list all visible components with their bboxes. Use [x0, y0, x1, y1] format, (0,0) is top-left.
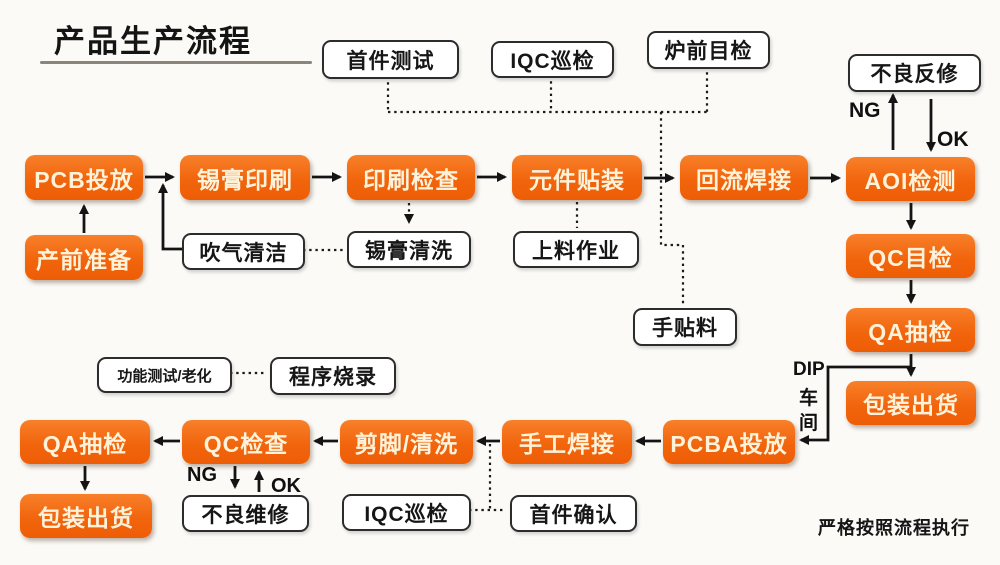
ok-label-bottom: OK	[271, 475, 301, 497]
flow-step-qc-visual: QC目检	[846, 234, 975, 278]
flow-step-packing-shipping-2: 包装出货	[20, 494, 152, 538]
page-title: 产品生产流程	[54, 24, 252, 59]
dip-workshop-label-line1: DIP	[793, 359, 825, 380]
note-first-article-confirm: 首件确认	[510, 495, 637, 532]
note-paste-cleaning: 锡膏清洗	[347, 231, 471, 268]
note-air-blow-cleaning: 吹气清洁	[182, 233, 305, 270]
flow-step-qa-sampling: QA抽检	[846, 308, 975, 352]
dip-workshop-label-line3: 间	[799, 413, 819, 434]
note-program-burning: 程序烧录	[270, 357, 396, 395]
note-material-loading: 上料作业	[513, 231, 639, 268]
note-function-test-aging: 功能测试/老化	[97, 357, 232, 393]
note-iqc-patrol-2: IQC巡检	[342, 494, 471, 531]
ng-label-bottom: NG	[187, 464, 217, 486]
note-hand-placement: 手贴料	[633, 308, 737, 346]
flow-step-aoi-inspection: AOI检测	[846, 157, 975, 201]
flow-step-pcb-input: PCB投放	[25, 155, 143, 200]
flow-step-pre-production: 产前准备	[25, 235, 143, 280]
flow-step-pcba-input: PCBA投放	[663, 420, 795, 464]
footer-note: 严格按照流程执行	[818, 518, 970, 538]
title-underline	[40, 61, 312, 64]
flow-step-reflow-soldering: 回流焊接	[680, 155, 808, 200]
ng-label-top: NG	[849, 99, 881, 122]
flow-step-print-inspection: 印刷检查	[347, 155, 475, 200]
flow-step-packing-shipping: 包装出货	[846, 381, 976, 425]
ok-label-top: OK	[937, 128, 969, 151]
note-defective-rework: 不良反修	[848, 54, 981, 92]
note-iqc-patrol: IQC巡检	[491, 41, 614, 78]
note-defective-repair: 不良维修	[182, 495, 309, 532]
flow-step-manual-soldering: 手工焊接	[502, 420, 632, 464]
note-first-article-test: 首件测试	[322, 40, 459, 79]
flow-step-qc-inspection: QC检查	[182, 420, 310, 464]
flow-step-component-placement: 元件贴装	[512, 155, 642, 200]
note-pre-furnace-visual: 炉前目检	[647, 31, 770, 69]
flow-step-solder-paste-print: 锡膏印刷	[180, 155, 310, 200]
flow-step-trim-cleaning: 剪脚/清洗	[340, 420, 473, 464]
dip-workshop-label-line2: 车	[799, 388, 819, 409]
flow-step-qa-sampling-2: QA抽检	[20, 420, 150, 464]
